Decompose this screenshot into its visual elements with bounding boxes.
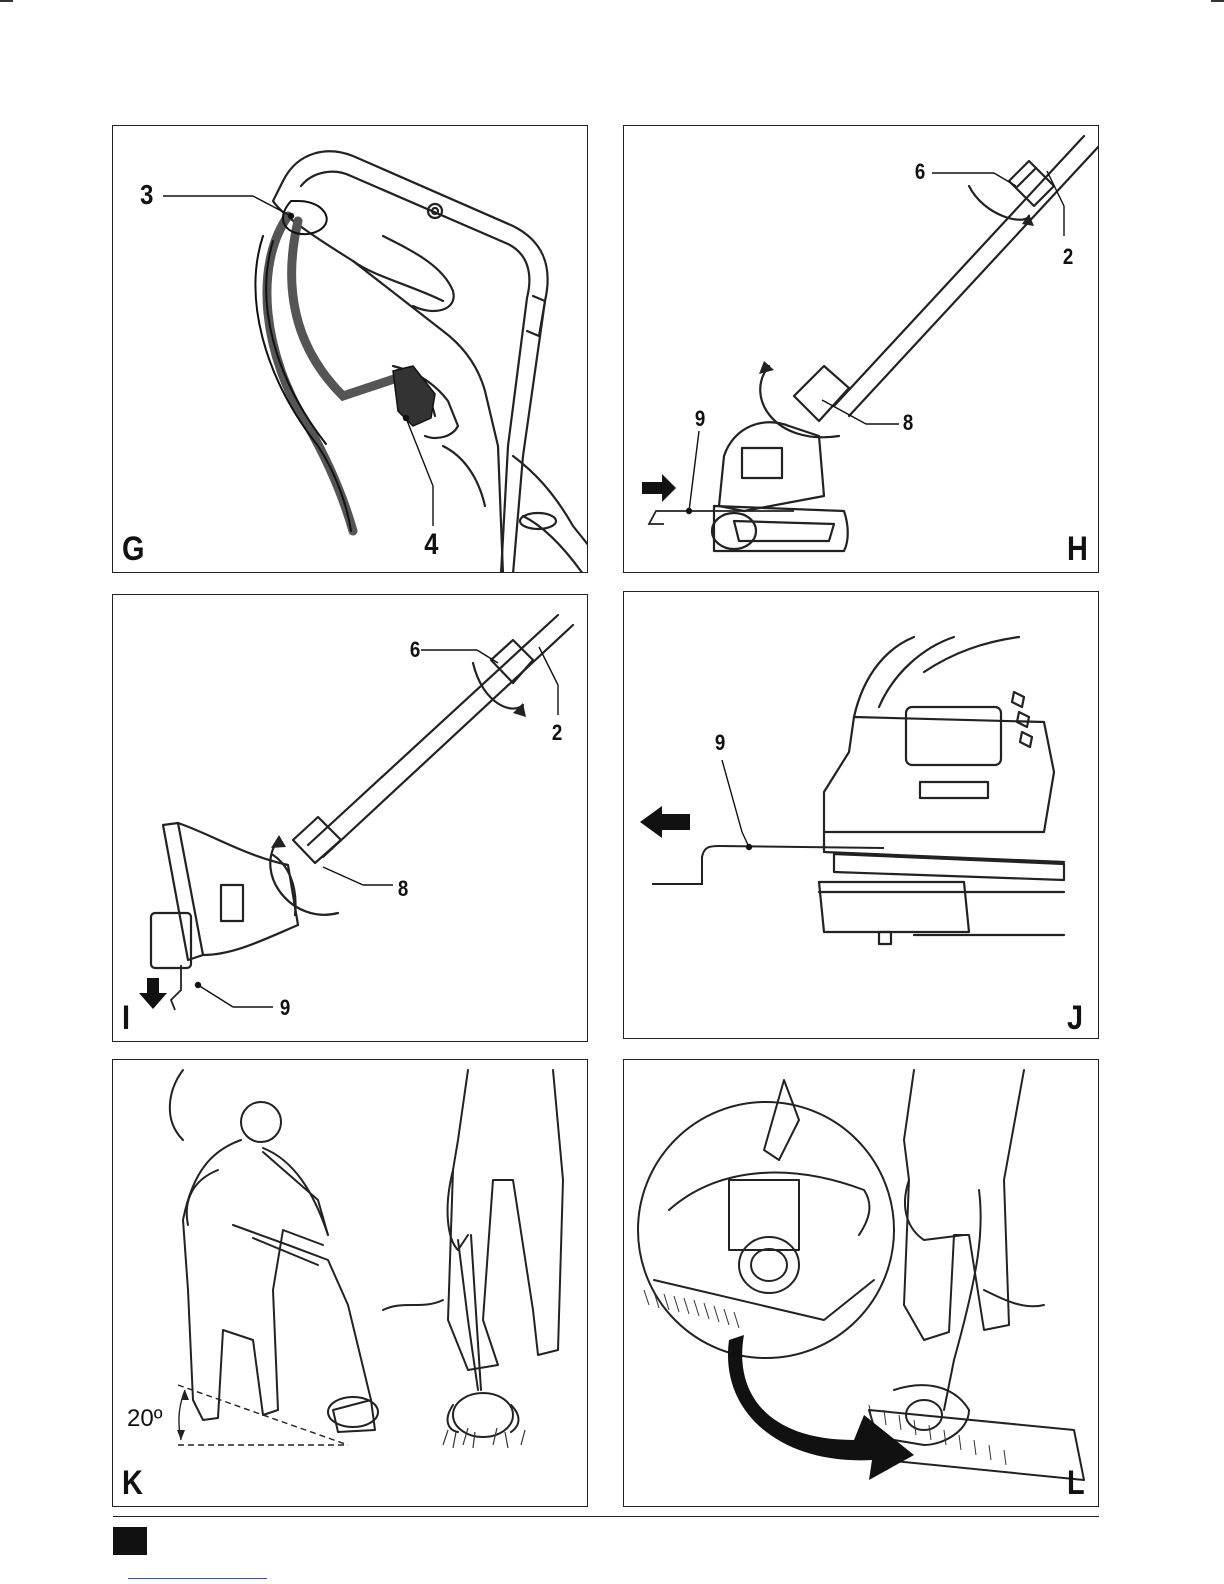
figure-h-panel: 6 2 9 8 H — [623, 125, 1099, 573]
figure-h-illustration — [624, 126, 1099, 573]
figure-l-panel: L — [623, 1059, 1099, 1507]
callout-6: 6 — [915, 161, 925, 183]
figure-g-panel: 3 4 G — [112, 125, 588, 573]
figure-letter-j: J — [1067, 1001, 1083, 1035]
figure-l-illustration — [624, 1060, 1099, 1507]
figure-j-panel: 9 J — [623, 591, 1099, 1039]
callout-8: 8 — [398, 878, 408, 900]
callout-8: 8 — [903, 412, 913, 434]
callout-3: 3 — [140, 184, 153, 206]
footer-link-underline — [128, 1578, 267, 1579]
figure-k-illustration — [113, 1060, 588, 1507]
footer-rule — [113, 1516, 1099, 1517]
callout-4: 4 — [424, 534, 438, 556]
callout-9: 9 — [280, 997, 290, 1019]
figure-j-illustration — [624, 592, 1099, 1039]
figure-i-panel: 6 2 8 9 I — [112, 594, 588, 1042]
callout-9: 9 — [695, 408, 705, 430]
figure-i-illustration — [113, 595, 588, 1042]
figure-letter-l: L — [1067, 1466, 1085, 1500]
figure-g-illustration — [113, 126, 588, 573]
figure-letter-k: K — [122, 1466, 143, 1500]
figure-k-panel: 20º K — [112, 1059, 588, 1507]
crop-mark-left — [0, 0, 13, 2]
crop-mark-right — [1211, 0, 1224, 2]
callout-9: 9 — [715, 732, 725, 754]
figure-letter-g: G — [122, 532, 144, 566]
callout-2: 2 — [1063, 246, 1073, 268]
figure-letter-i: I — [122, 1001, 130, 1035]
angle-label: 20º — [127, 1407, 162, 1431]
callout-2: 2 — [552, 722, 562, 744]
figure-letter-h: H — [1067, 532, 1088, 566]
callout-6: 6 — [410, 639, 420, 661]
page-marker-block — [113, 1527, 147, 1555]
